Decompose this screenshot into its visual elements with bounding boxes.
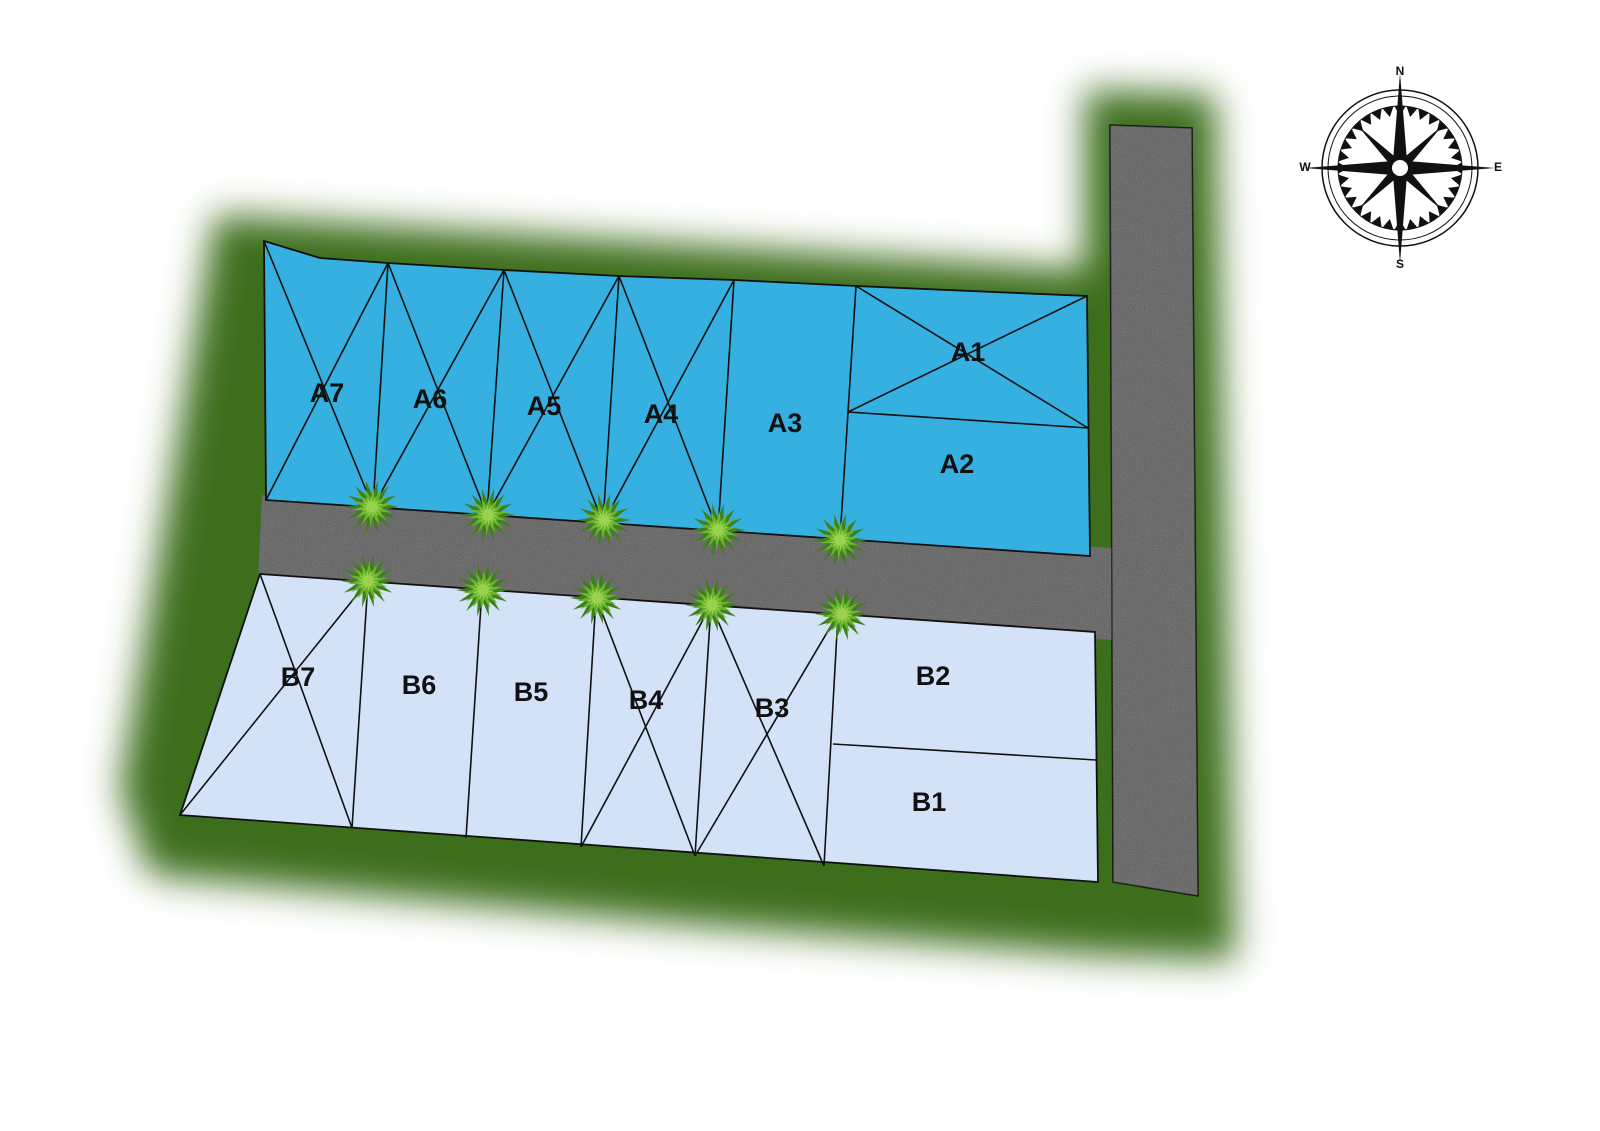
lot-a6[interactable]: A6: [413, 384, 448, 414]
lot-b6[interactable]: B6: [402, 670, 437, 700]
lot-b4[interactable]: B4: [629, 685, 664, 715]
lot-a7[interactable]: A7: [310, 378, 345, 408]
palm-tree-icon: [691, 503, 745, 557]
lot-b7[interactable]: B7: [281, 662, 316, 692]
palm-tree-icon: [345, 480, 399, 534]
palm-tree-icon: [570, 571, 624, 625]
block-b-area: [178, 573, 1099, 883]
palm-tree-icon: [341, 554, 395, 608]
lot-b5[interactable]: B5: [514, 677, 549, 707]
palm-tree-icon: [456, 563, 510, 617]
lot-b3[interactable]: B3: [755, 693, 790, 723]
palm-tree-icon: [577, 493, 631, 547]
lot-a4[interactable]: A4: [644, 399, 679, 429]
block-a: A1 A2 A3 A4 A5 A6 A7: [263, 239, 1091, 557]
compass-west: W: [1299, 160, 1311, 174]
lot-b1[interactable]: B1: [912, 787, 947, 817]
palm-tree-icon: [461, 488, 515, 542]
block-b: B1 B2 B3 B4 B5 B6 B7: [178, 573, 1099, 883]
compass-rose-icon: N S W E: [1299, 64, 1502, 271]
compass-south: S: [1396, 257, 1404, 271]
compass-north: N: [1396, 64, 1405, 78]
palm-tree-icon: [813, 513, 867, 567]
lot-a1[interactable]: A1: [951, 337, 986, 367]
compass-east: E: [1494, 160, 1502, 174]
lot-a5[interactable]: A5: [527, 391, 562, 421]
lot-a3[interactable]: A3: [768, 408, 803, 438]
palm-tree-icon: [815, 587, 869, 641]
lot-a2[interactable]: A2: [940, 449, 975, 479]
lot-b2[interactable]: B2: [916, 661, 951, 691]
palm-trees: [341, 480, 869, 641]
palm-tree-icon: [685, 578, 739, 632]
